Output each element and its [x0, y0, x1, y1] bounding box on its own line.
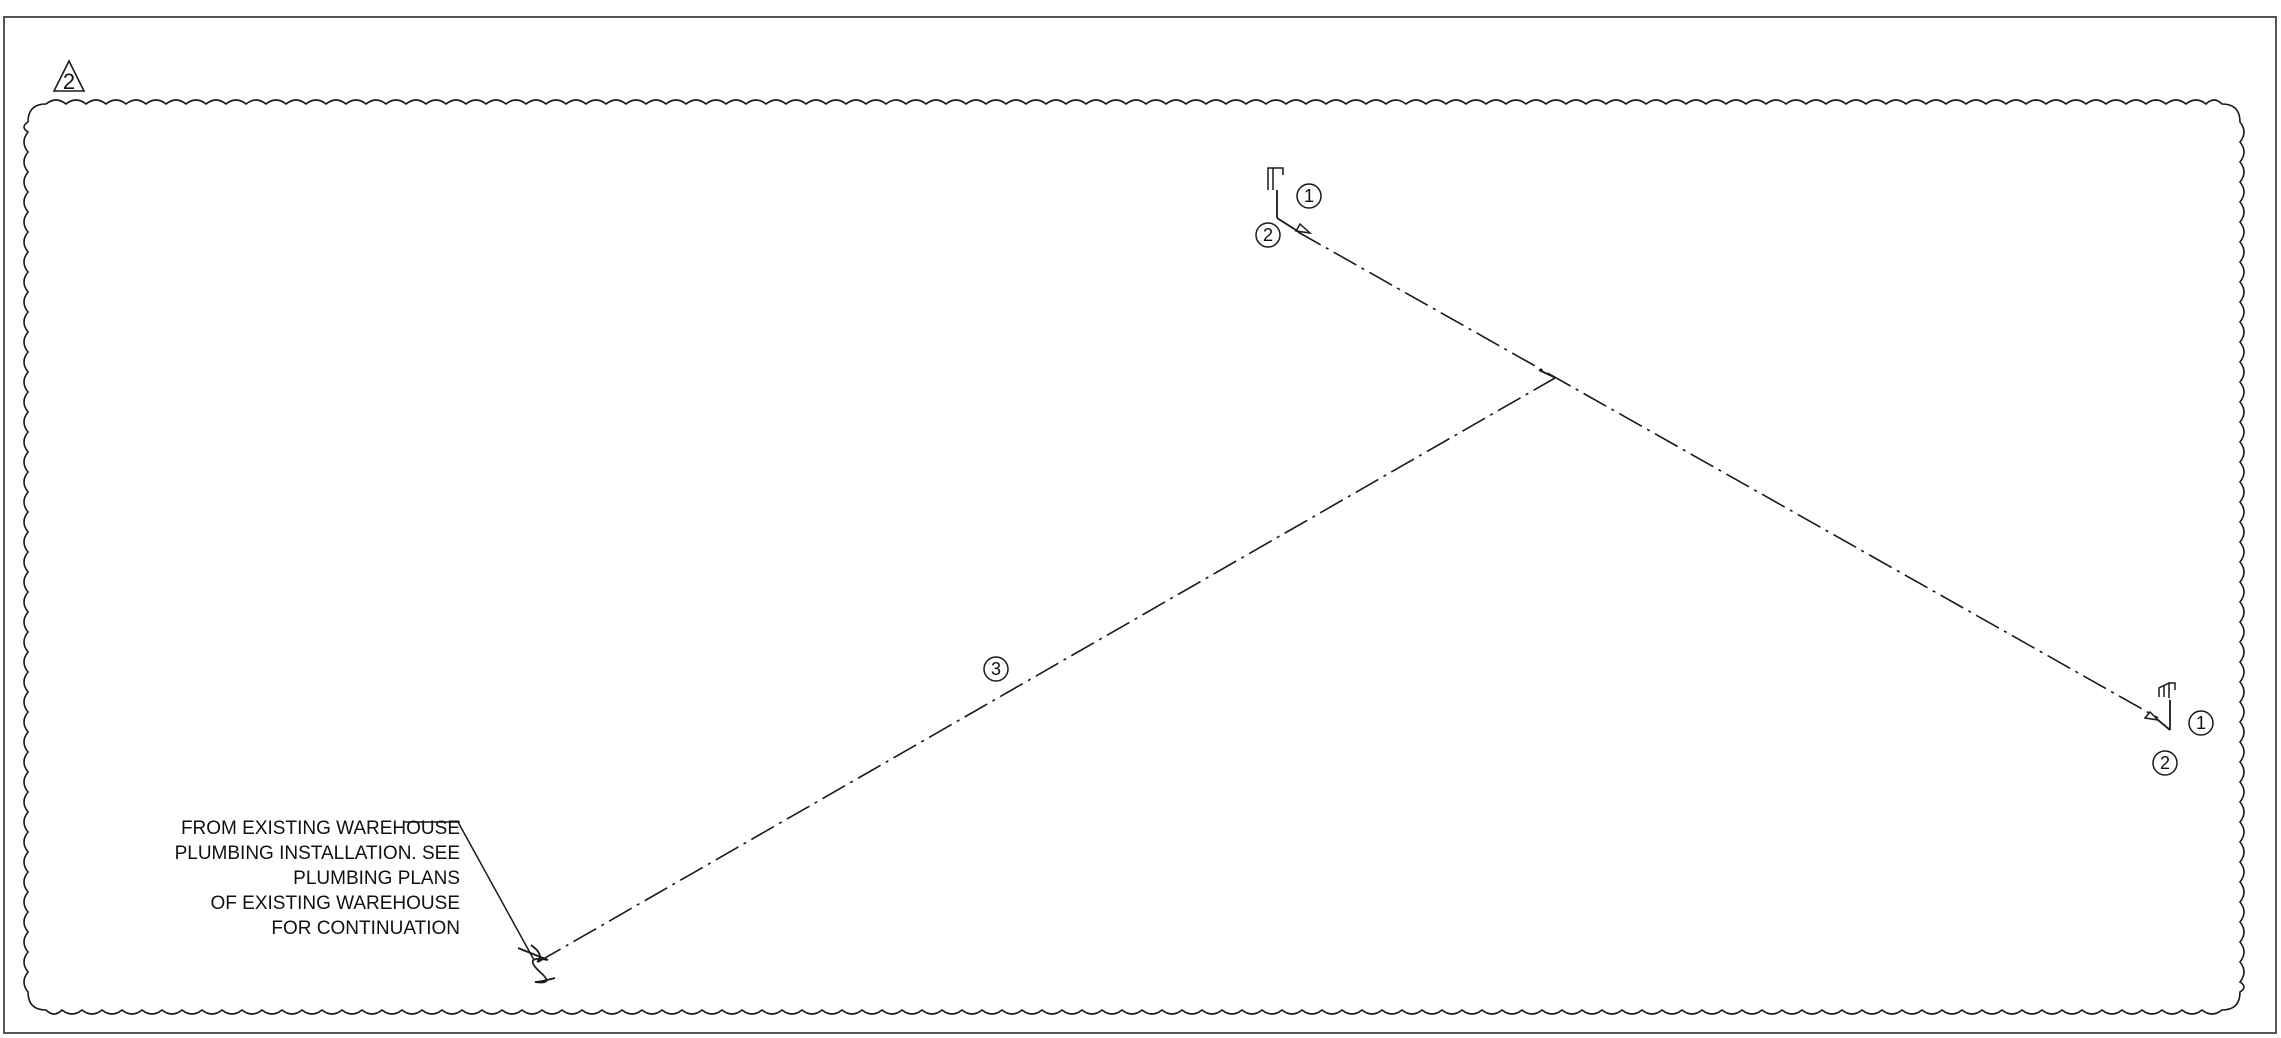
- pipe-tag-3: 3: [991, 659, 1001, 679]
- fixture-tag-1: 1: [1304, 186, 1314, 206]
- flow-arrow-icon: [1294, 222, 1313, 235]
- riser-offset: [1276, 217, 1300, 233]
- fixture-tag-bubble-2: [2152, 750, 2178, 776]
- fixture-tag-bubble-1: [2188, 710, 2214, 736]
- pipe-run-branch: [1297, 231, 2159, 719]
- revision-triangle-icon: [52, 59, 86, 92]
- flow-arrow-icon: [2143, 710, 2161, 722]
- fixture-top: 1 2: [1255, 167, 1322, 248]
- note-line-5: FOR CONTINUATION: [271, 918, 460, 939]
- pipe-tag-bubble-3: [983, 656, 1009, 682]
- riser-offset: [2157, 719, 2171, 731]
- note-line-4: OF EXISTING WAREHOUSE: [211, 893, 461, 914]
- fixture-tag-bubble-1: [1296, 183, 1322, 209]
- revision-number: 2: [63, 69, 75, 94]
- sheet-border: [3, 16, 2277, 1034]
- pipe-run-main: [537, 377, 1556, 963]
- fixture-tag-bubble-2: [1255, 222, 1281, 248]
- note-line-2: PLUMBING INSTALLATION. SEE: [175, 843, 460, 864]
- fixture-tag-2: 2: [2160, 753, 2170, 773]
- pipe-tag: 3: [983, 656, 1009, 682]
- note-line-3: PLUMBING PLANS: [293, 868, 460, 889]
- revision-cloud: [23, 99, 2245, 1015]
- existing-connection: [404, 821, 556, 984]
- leader-line: [457, 821, 535, 961]
- fixture-right: 1 2: [2143, 681, 2214, 776]
- note-line-1: FROM EXISTING WAREHOUSE: [181, 818, 460, 839]
- pipe-tee-stub: [1538, 369, 1557, 379]
- vent-riser-icon: [2158, 681, 2176, 698]
- break-symbol-icon: [517, 947, 556, 984]
- fixture-tag-2: 2: [1263, 225, 1273, 245]
- pipe-end-icon: [530, 944, 541, 963]
- continuation-note: FROM EXISTING WAREHOUSE PLUMBING INSTALL…: [175, 818, 460, 939]
- fixture-tag-1: 1: [2196, 713, 2206, 733]
- vent-riser-icon: [1267, 167, 1284, 190]
- pipe-network: [537, 231, 2159, 963]
- revision-delta: 2: [52, 59, 86, 94]
